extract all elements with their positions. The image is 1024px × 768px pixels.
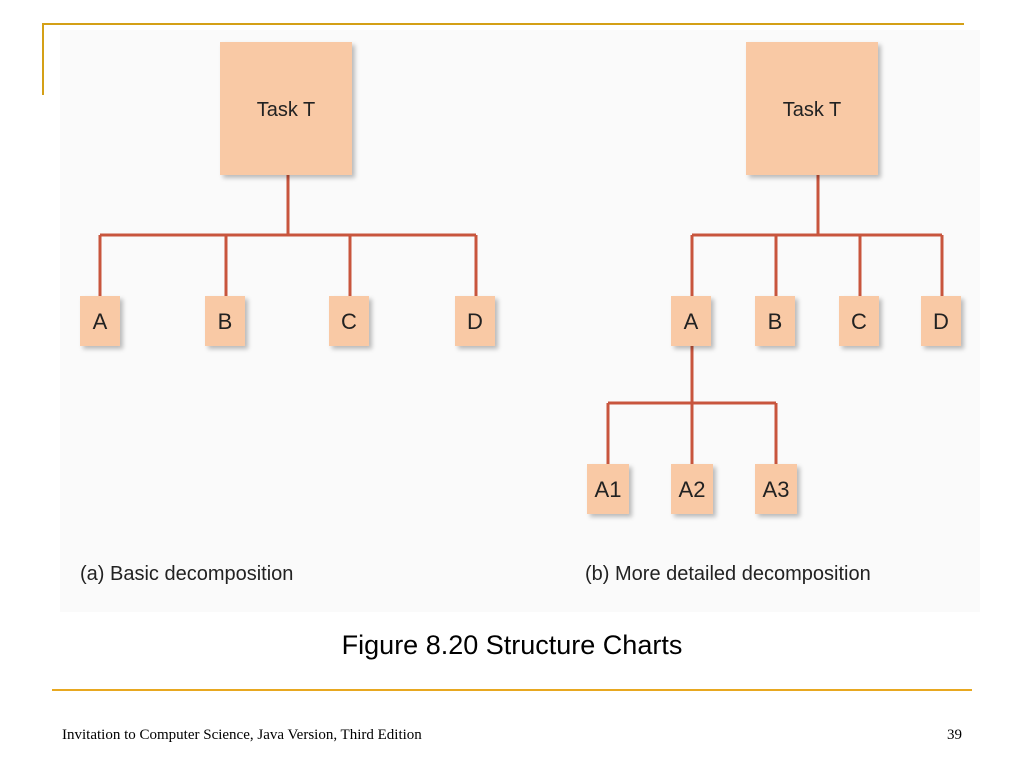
diagram-b-node-a: A [671, 296, 711, 346]
diagram-b-label: (b) More detailed decomposition [585, 563, 871, 585]
diagram-a: Task T A B C D (a) Basic decomposition [80, 42, 495, 585]
diagram-a-node-b-label: B [218, 309, 233, 334]
diagram-a-root-label: Task T [257, 99, 316, 121]
diagram-b-root-label: Task T [783, 99, 842, 121]
diagram-a-node-d-label: D [467, 309, 483, 334]
figure-caption: Figure 8.20 Structure Charts [341, 630, 683, 660]
diagram-b: Task T A B C D A1 A2 A3 (b) Mo [585, 42, 961, 585]
diagram-b-node-a2: A2 [671, 464, 713, 514]
diagram-a-node-c-label: C [341, 309, 357, 334]
diagram-b-node-d: D [921, 296, 961, 346]
diagram-a-node-b: B [205, 296, 245, 346]
diagram-b-node-b: B [755, 296, 795, 346]
diagram-a-node-d: D [455, 296, 495, 346]
diagram-b-node-d-label: D [933, 309, 949, 334]
page-number: 39 [947, 727, 962, 743]
diagram-b-root-node: Task T [746, 42, 878, 175]
diagram-a-node-a: A [80, 296, 120, 346]
connector-lines [98, 175, 944, 465]
diagram-b-node-a2-label: A2 [679, 477, 706, 502]
frame-left-rule [42, 23, 44, 95]
footer-rule [52, 689, 972, 691]
diagram-b-node-a-label: A [684, 309, 699, 334]
diagram-b-node-c-label: C [851, 309, 867, 334]
diagram-b-node-a1-label: A1 [595, 477, 622, 502]
diagram-b-node-b-label: B [768, 309, 783, 334]
diagram-b-node-a3: A3 [755, 464, 797, 514]
diagram-a-node-c: C [329, 296, 369, 346]
frame-top-rule [42, 23, 964, 25]
diagram-b-node-c: C [839, 296, 879, 346]
diagram-a-root-node: Task T [220, 42, 352, 175]
diagram-b-node-a3-label: A3 [763, 477, 790, 502]
diagram-a-node-a-label: A [93, 309, 108, 334]
diagram-b-node-a1: A1 [587, 464, 629, 514]
diagram-a-label: (a) Basic decomposition [80, 563, 293, 585]
footer-source: Invitation to Computer Science, Java Ver… [62, 727, 422, 743]
